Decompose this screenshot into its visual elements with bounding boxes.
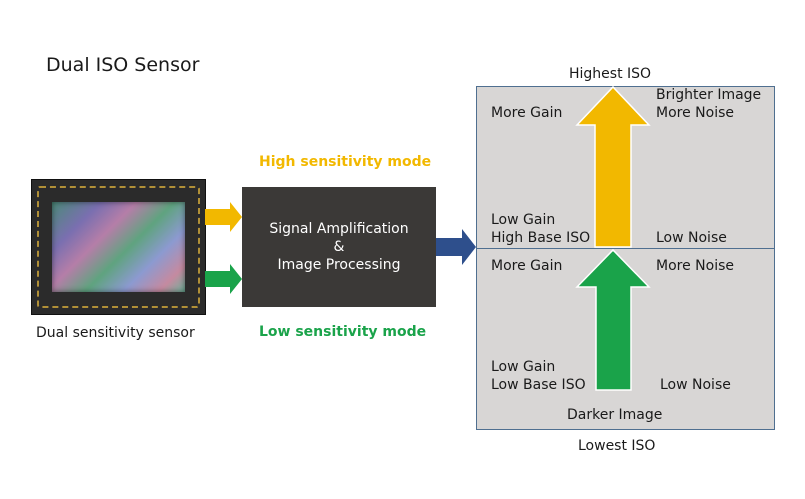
processing-line-1: Signal Amplification [269,221,409,237]
low-iso-arrow [575,248,651,391]
lower-low-base-iso: Low Base ISO [491,377,586,393]
iso-panel-divider [476,248,775,249]
lower-more-noise: More Noise [656,258,734,274]
low-mode-arrow [205,264,242,294]
processing-line-2: & [333,239,345,255]
sensor-chip [52,202,185,292]
low-sensitivity-label: Low sensitivity mode [259,324,427,340]
sensor-caption: Dual sensitivity sensor [36,325,195,341]
upper-brighter-image: Brighter Image [656,87,762,103]
high-sensitivity-label: High sensitivity mode [259,154,432,170]
processing-box: Signal Amplification & Image Processing [242,187,436,307]
upper-high-base-iso: High Base ISO [491,230,591,246]
output-arrow [436,229,476,265]
highest-iso-label: Highest ISO [569,66,652,82]
upper-low-noise: Low Noise [656,230,727,246]
sensor-circuit-trace [37,186,200,308]
high-iso-arrow [575,85,651,248]
upper-low-gain: Low Gain [491,212,556,228]
lower-more-gain: More Gain [491,258,563,274]
lowest-iso-label: Lowest ISO [578,438,656,454]
lower-low-noise: Low Noise [660,377,731,393]
sensor-image [31,179,206,315]
processing-line-3: Image Processing [277,257,401,273]
lower-low-gain: Low Gain [491,359,556,375]
upper-more-gain: More Gain [491,105,563,121]
upper-more-noise: More Noise [656,105,734,121]
page-title: Dual ISO Sensor [46,54,200,76]
lower-darker-image: Darker Image [567,407,663,423]
high-mode-arrow [205,202,242,232]
